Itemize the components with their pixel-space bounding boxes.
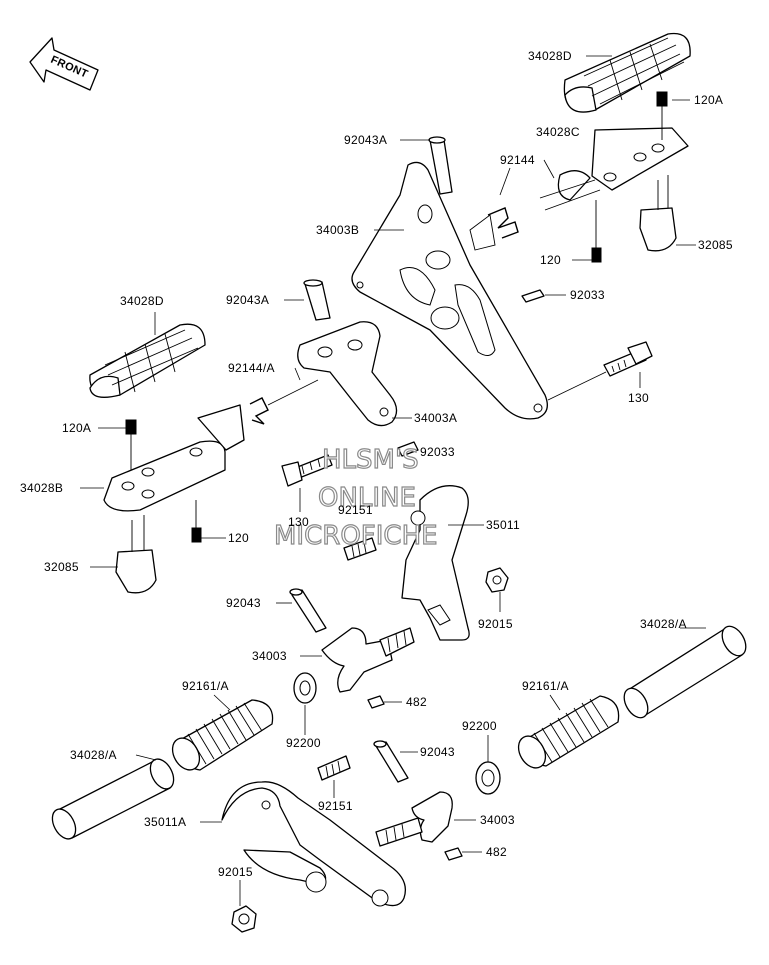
clevis-34003-mid	[321, 627, 415, 693]
cotter-92033-mid	[397, 441, 419, 457]
label-482-top: 482	[406, 695, 427, 709]
label-92151-low: 92151	[318, 799, 353, 813]
label-92161A-right: 92161/A	[522, 679, 569, 693]
label-130-right: 130	[628, 391, 649, 405]
clevis-34003-low	[375, 791, 453, 847]
label-482-low: 482	[486, 845, 507, 859]
spring-92144-top	[469, 207, 519, 251]
label-34028A-right: 34028/A	[640, 617, 687, 631]
pin-92043A-top	[428, 136, 453, 195]
bracket-34003B	[351, 161, 607, 420]
pin-92043A-mid	[303, 279, 331, 321]
watermark: HLSM'S ONLINE MICROFICHE	[273, 444, 438, 551]
part-labels: 34028D 120A 92043A 34028C 92144 34003B 3…	[20, 49, 733, 879]
front-arrow-icon: FRONT	[29, 37, 99, 91]
watermark-line-1: HLSM'S	[322, 445, 419, 475]
label-92015-right: 92015	[478, 617, 513, 631]
bolt-130-right	[603, 341, 653, 377]
bracket-34003A	[297, 321, 398, 427]
label-32085-left: 32085	[44, 560, 79, 574]
label-92200-mid: 92200	[286, 736, 321, 750]
label-34003-low: 34003	[480, 813, 515, 827]
bolt-120-left	[191, 500, 202, 543]
label-32085-right: 32085	[698, 238, 733, 252]
label-92144: 92144	[500, 153, 535, 167]
nut-92015-left	[231, 905, 257, 933]
label-92033-mid: 92033	[420, 445, 455, 459]
label-92015-left: 92015	[218, 865, 253, 879]
clip-482-top	[367, 695, 385, 709]
label-92043-mid: 92043	[226, 596, 261, 610]
clip-482-low	[444, 847, 463, 861]
label-92161A-left: 92161/A	[182, 679, 229, 693]
label-130-mid: 130	[288, 515, 309, 529]
label-120-top: 120	[540, 253, 561, 267]
label-92200-right: 92200	[462, 719, 497, 733]
label-120-left: 120	[228, 531, 249, 545]
label-35011A: 35011A	[144, 815, 186, 829]
label-92043A-mid: 92043A	[226, 293, 269, 307]
leader-lines	[80, 55, 706, 906]
footpeg-base-34028B	[103, 404, 245, 512]
label-34028C: 34028C	[536, 125, 580, 139]
bolt-120-top	[591, 200, 602, 263]
grip-92161A-left	[171, 699, 274, 771]
bolt-120A-top	[656, 91, 668, 140]
bolt-120A-left	[125, 419, 137, 470]
pin-92043-low	[373, 740, 409, 783]
grip-92161A-right	[517, 695, 620, 769]
nut-92015-right	[485, 567, 509, 593]
bolt-92151-low	[317, 755, 351, 781]
bolt-130-mid	[281, 454, 333, 487]
bolt-92151-top	[343, 537, 377, 561]
label-92151-top: 92151	[338, 503, 373, 517]
label-34003-mid: 34003	[252, 649, 287, 663]
label-92144A: 92144/A	[228, 361, 275, 375]
washer-92200-mid	[293, 672, 317, 704]
footpeg-rubber-34028D-top	[563, 32, 691, 113]
label-92033-top: 92033	[570, 288, 605, 302]
footpeg-rubber-34028D-left	[89, 323, 206, 398]
footpeg-rubber-34028A-right	[623, 625, 747, 719]
pin-92043-mid	[289, 588, 327, 633]
label-120A-left: 120A	[62, 421, 91, 435]
label-34028D-left: 34028D	[120, 294, 164, 308]
label-34028A-left: 34028/A	[70, 748, 117, 762]
label-92043-low: 92043	[420, 745, 455, 759]
stopper-32085-right	[639, 175, 677, 252]
cotter-92033-top	[521, 289, 545, 303]
watermark-line-2: ONLINE	[318, 483, 416, 513]
label-92043A-top: 92043A	[344, 133, 387, 147]
footpeg-base-34028C	[539, 127, 689, 211]
label-34003B: 34003B	[316, 223, 359, 237]
bracket-35011A	[221, 781, 407, 907]
label-34028D-top: 34028D	[528, 49, 572, 63]
label-34003A: 34003A	[414, 411, 457, 425]
label-35011: 35011	[486, 518, 520, 532]
label-120A-top: 120A	[694, 93, 723, 107]
bracket-35011	[401, 485, 470, 641]
label-34028B: 34028B	[20, 481, 63, 495]
stopper-32085-left	[115, 515, 157, 594]
spring-92144A	[249, 379, 319, 425]
washer-92200-right	[475, 761, 501, 795]
footpeg-rubber-34028A-left	[51, 758, 175, 840]
watermark-line-3: MICROFICHE	[274, 521, 438, 551]
